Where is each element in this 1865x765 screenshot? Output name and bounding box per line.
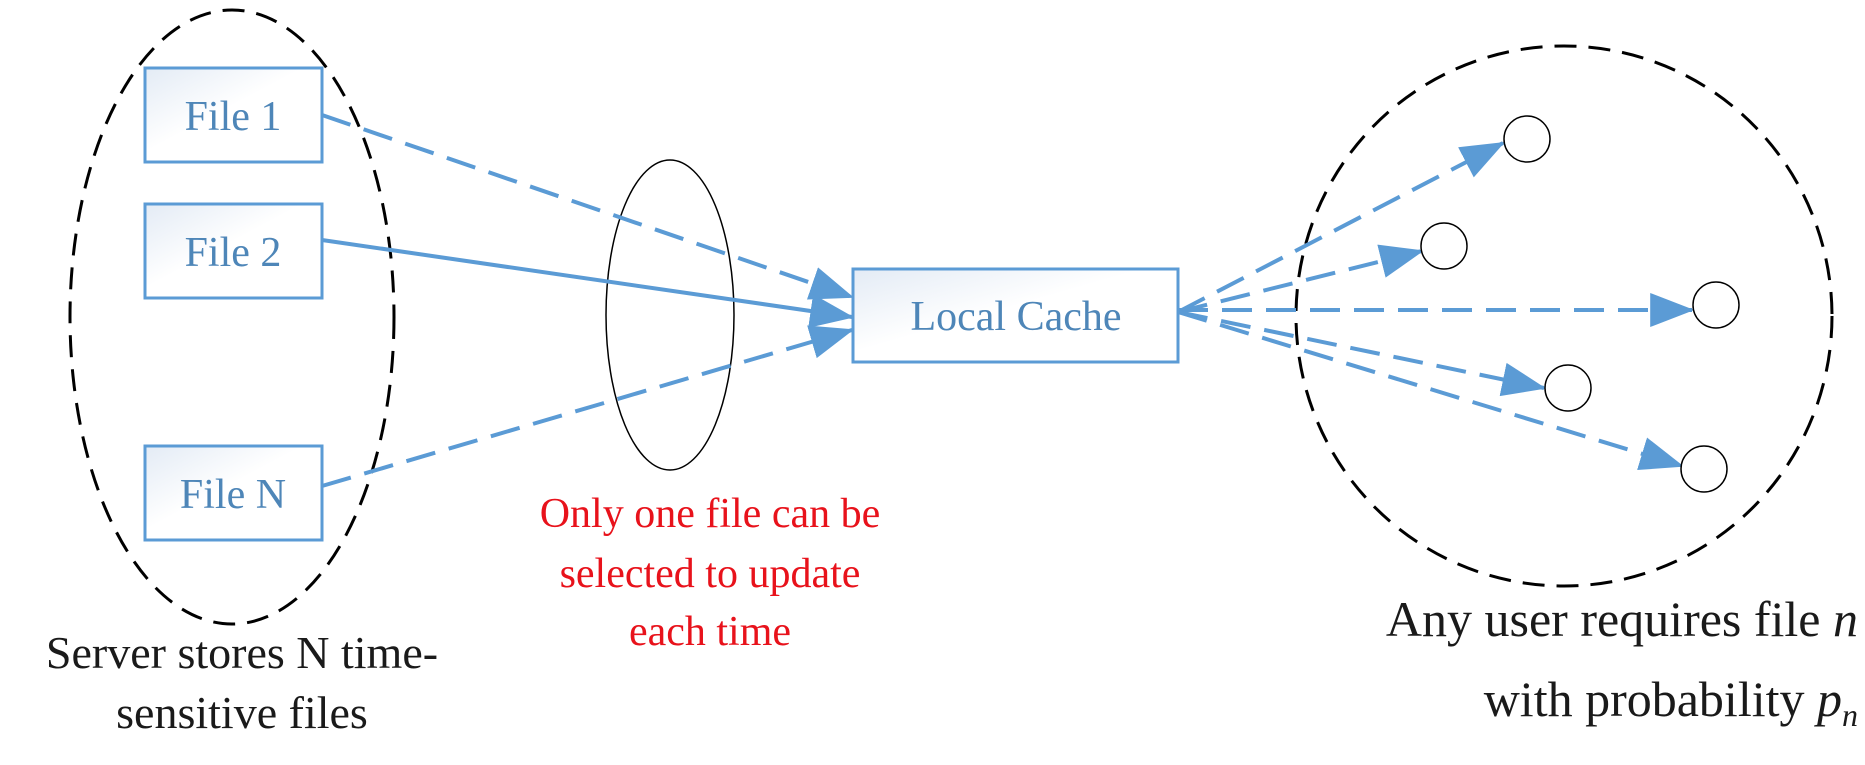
- server-group-ellipse: [68, 8, 396, 626]
- local-cache-label: Local Cache: [910, 294, 1121, 340]
- server-caption-line-1: Server stores N time-: [46, 627, 438, 678]
- file-box-2-label: File 2: [185, 230, 282, 276]
- local-cache-box: Local Cache: [851, 267, 1180, 364]
- selection-ellipse: [605, 159, 735, 471]
- user-caption-sub-n: n: [1842, 697, 1858, 733]
- user-caption-var-n: n: [1833, 591, 1858, 647]
- arrow-cache-to-user5: [1177, 310, 1685, 471]
- user-caption-line-1-text: Any user requires file: [1386, 591, 1833, 647]
- note-line-3: each time: [629, 609, 791, 655]
- user-node-1: [1503, 115, 1551, 163]
- server-caption-line-2: sensitive files: [116, 687, 368, 738]
- file-box-1-label: File 1: [185, 94, 282, 140]
- user-node-3: [1692, 281, 1740, 329]
- note-line-1: Only one file can be: [540, 491, 881, 537]
- arrow-cache-to-user1: [1177, 141, 1505, 314]
- file-box-2: File 2: [143, 202, 324, 300]
- file-box-n-label: File N: [180, 472, 286, 518]
- arrow-file1-to-cache: [321, 113, 855, 300]
- user-caption-line-1: Any user requires file n: [1386, 591, 1858, 647]
- user-caption-line-2: with probability pn: [1484, 671, 1858, 733]
- file-box-1: File 1: [143, 66, 324, 164]
- user-node-2: [1420, 222, 1468, 270]
- file-box-n: File N: [143, 444, 324, 542]
- user-node-5: [1680, 445, 1728, 493]
- note-line-2: selected to update: [560, 551, 861, 597]
- arrow-cache-to-user4: [1177, 310, 1547, 397]
- user-caption-line-2-text: with probability: [1484, 671, 1817, 727]
- arrow-fileN-to-cache: [321, 325, 855, 488]
- user-caption-var-p: p: [1814, 671, 1842, 727]
- user-group-ellipse: [1294, 44, 1834, 588]
- user-node-4: [1544, 364, 1592, 412]
- arrow-cache-to-user2: [1177, 244, 1425, 314]
- arrow-file2-to-cache: [321, 238, 855, 328]
